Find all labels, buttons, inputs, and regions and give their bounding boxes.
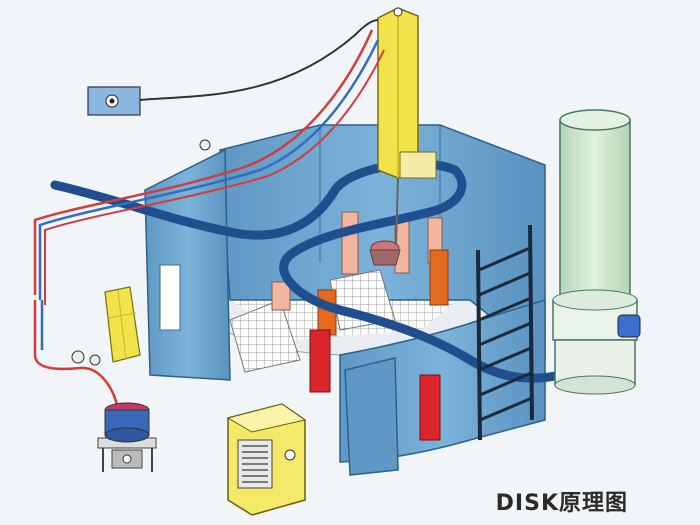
side-panel <box>104 286 141 363</box>
booth-left-wall <box>144 148 231 381</box>
diagram-caption: DISK原理图 <box>495 491 628 516</box>
valve-icon <box>89 354 101 366</box>
workpiece-red <box>419 374 441 441</box>
paint-pump <box>97 402 157 472</box>
workpiece-pink <box>271 281 291 311</box>
conveyor-rail <box>50 159 585 383</box>
workpiece-pink <box>341 211 359 275</box>
valve-icon <box>199 139 211 151</box>
control-box <box>87 86 141 116</box>
valve-icon <box>71 350 85 364</box>
workpiece-orange <box>429 249 449 306</box>
supply-lines <box>33 19 385 411</box>
column-cap-icon <box>393 7 403 17</box>
cabinet-dial-icon <box>284 449 296 461</box>
ladder <box>476 224 534 441</box>
valves <box>71 139 211 366</box>
booth-window <box>159 264 181 331</box>
control-cabinet <box>226 403 307 516</box>
fan-motor-icon <box>617 314 641 338</box>
booth-door <box>344 357 399 476</box>
filter-tank <box>552 109 641 395</box>
drive-box <box>399 151 437 179</box>
workpiece-red <box>309 329 331 393</box>
rotating-disk <box>369 240 401 266</box>
lift-column <box>377 7 437 246</box>
